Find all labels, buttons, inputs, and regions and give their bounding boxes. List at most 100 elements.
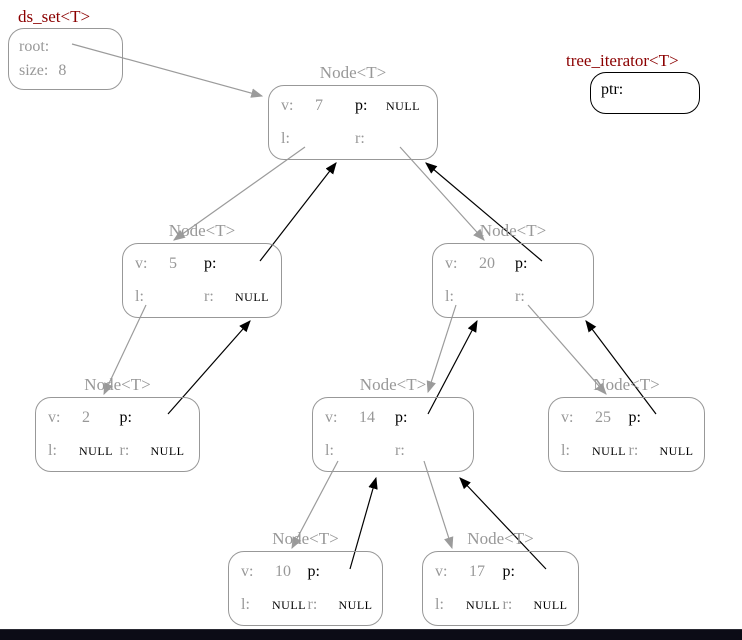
- p-label: p:: [119, 409, 132, 427]
- ds-set-title: ds_set<T>: [18, 7, 91, 26]
- tree-node-14: Node<T> v: 14 p: l: r:: [312, 375, 474, 472]
- v-label: v:: [281, 97, 294, 115]
- l-value: NULL: [592, 443, 626, 458]
- p-label: p:: [628, 409, 641, 427]
- tree-node-10: Node<T> v: 10 p: l: NULL r: NULL: [228, 529, 383, 626]
- r-value: NULL: [659, 443, 694, 458]
- node-type-label: Node<T>: [479, 221, 547, 240]
- node-row-lr: l: NULL r: NULL: [435, 596, 570, 614]
- node-box: v: 7 p: NULL l: r:: [268, 85, 438, 160]
- window-bottom-edge: [0, 629, 742, 640]
- node-box: v: 14 p: l: r:: [312, 397, 474, 472]
- node-type-label: Node<T>: [272, 529, 339, 548]
- p-label: p:: [515, 255, 528, 273]
- r-label: r:: [628, 441, 639, 459]
- tree-node-2: Node<T> v: 2 p: l: NULL r: NULL: [35, 375, 200, 472]
- node-row-vp: v: 20 p:: [445, 255, 585, 273]
- r-label: r:: [307, 595, 318, 613]
- v-value: 2: [82, 409, 90, 427]
- l-label: l:: [445, 287, 454, 305]
- ptr-field: ptr:: [601, 81, 689, 99]
- tree-iterator: tree_iterator<T> ptr:: [566, 51, 700, 114]
- tree-node-5: Node<T> v: 5 p: l: r: NULL: [122, 221, 282, 318]
- v-label: v:: [241, 563, 254, 581]
- node-row-lr: l: r:: [281, 130, 429, 148]
- node-row-vp: v: 7 p: NULL: [281, 97, 429, 115]
- l-value: NULL: [466, 597, 500, 612]
- node-row-vp: v: 5 p:: [135, 255, 273, 273]
- node-row-lr: l: NULL r: NULL: [561, 442, 696, 460]
- l-value: NULL: [79, 443, 113, 458]
- node-row-lr: l: NULL r: NULL: [48, 442, 191, 460]
- v-value: 14: [359, 409, 375, 427]
- node-row-vp: v: 2 p:: [48, 409, 191, 427]
- size-value: 8: [58, 62, 67, 79]
- r-label: r:: [119, 441, 130, 459]
- r-value: NULL: [533, 597, 568, 612]
- v-value: 17: [469, 563, 485, 581]
- v-value: 7: [315, 97, 323, 115]
- node-box: v: 5 p: l: r: NULL: [122, 243, 282, 318]
- p-label: p:: [502, 563, 515, 581]
- r-label: r:: [355, 129, 365, 147]
- node-row-vp: v: 10 p:: [241, 563, 374, 581]
- v-value: 10: [275, 563, 291, 581]
- node-box: v: 17 p: l: NULL r: NULL: [422, 551, 579, 626]
- root-label: root:: [19, 38, 50, 55]
- node-type-label: Node<T>: [467, 529, 534, 548]
- tree-node-17: Node<T> v: 17 p: l: NULL r: NULL: [422, 529, 579, 626]
- node-row-vp: v: 14 p:: [325, 409, 465, 427]
- node-box: v: 2 p: l: NULL r: NULL: [35, 397, 200, 472]
- v-label: v:: [135, 255, 148, 273]
- tree-iterator-title: tree_iterator<T>: [566, 51, 679, 70]
- tree-node-25: Node<T> v: 25 p: l: NULL r: NULL: [548, 375, 705, 472]
- l-label: l:: [325, 441, 334, 459]
- tree-node-7: Node<T> v: 7 p: NULL l: r:: [268, 63, 438, 160]
- r-label: r:: [204, 287, 214, 305]
- node-box: v: 20 p: l: r:: [432, 243, 594, 318]
- p-label: p:: [395, 409, 408, 427]
- r-label: r:: [502, 595, 513, 613]
- r-label: r:: [395, 441, 405, 459]
- v-label: v:: [48, 409, 61, 427]
- l-label: l:: [561, 441, 570, 459]
- ptr-label: ptr:: [601, 81, 624, 98]
- l-label: l:: [435, 595, 444, 613]
- node-type-label: Node<T>: [593, 375, 660, 394]
- tree-node-20: Node<T> v: 20 p: l: r:: [432, 221, 594, 318]
- v-value: 25: [595, 409, 611, 427]
- v-label: v:: [435, 563, 448, 581]
- p-label: p:: [204, 255, 217, 273]
- r-value: NULL: [338, 597, 373, 612]
- l-value: NULL: [272, 597, 306, 612]
- r-label: r:: [515, 287, 525, 305]
- node-type-label: Node<T>: [319, 63, 387, 82]
- v-value: 5: [169, 255, 177, 273]
- node-type-label: Node<T>: [168, 221, 236, 240]
- node-row-vp: v: 17 p:: [435, 563, 570, 581]
- ds-set-root-field: root:: [19, 38, 112, 56]
- node-row-lr: l: r: NULL: [135, 288, 273, 306]
- v-label: v:: [325, 409, 338, 427]
- r-value: NULL: [235, 289, 269, 304]
- node-box: v: 25 p: l: NULL r: NULL: [548, 397, 705, 472]
- ds-set: ds_set<T> root: size: 8: [8, 7, 123, 90]
- tree-iterator-box: ptr:: [590, 72, 700, 114]
- p-label: p:: [355, 97, 368, 115]
- v-label: v:: [445, 255, 458, 273]
- v-value: 20: [479, 255, 495, 273]
- ds-set-size-field: size: 8: [19, 62, 112, 80]
- node-type-label: Node<T>: [359, 375, 427, 394]
- size-label: size:: [19, 62, 49, 79]
- l-label: l:: [135, 287, 144, 305]
- node-row-lr: l: NULL r: NULL: [241, 596, 374, 614]
- node-row-lr: l: r:: [325, 442, 465, 460]
- node-type-label: Node<T>: [84, 375, 151, 394]
- l-label: l:: [241, 595, 250, 613]
- node-box: v: 10 p: l: NULL r: NULL: [228, 551, 383, 626]
- node-row-lr: l: r:: [445, 288, 585, 306]
- l-label: l:: [48, 441, 57, 459]
- p-label: p:: [307, 563, 320, 581]
- l-label: l:: [281, 129, 290, 147]
